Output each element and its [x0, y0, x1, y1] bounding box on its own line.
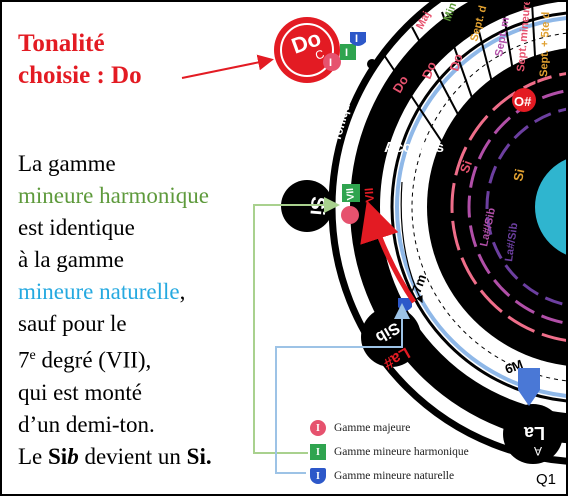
- desc-line-3: est identique: [18, 215, 135, 240]
- svg-text:I: I: [355, 33, 358, 45]
- svg-text:A: A: [534, 444, 542, 458]
- harmonic-minor-icon: I: [310, 444, 326, 460]
- corner-label: Q1: [535, 471, 556, 488]
- chord-label-si-1: Si: [457, 158, 475, 175]
- green-connector: [253, 197, 340, 454]
- desc-line-6: sauf pour le: [18, 311, 127, 336]
- major-marker-icon: [323, 53, 341, 71]
- wheel-band-red: [450, 72, 566, 342]
- svg-text:O#: O#: [514, 94, 532, 109]
- wheel-band-magenta: [467, 89, 566, 325]
- explanation-text: La gamme mineure harmonique est identiqu…: [18, 148, 212, 473]
- svg-text:I: I: [329, 57, 332, 69]
- svg-text:VII: VII: [345, 187, 357, 200]
- chord-label-si-2: Si: [510, 167, 527, 182]
- black-arc-arrow: [400, 181, 423, 304]
- desc-line-5: mineure naturelle,: [18, 279, 186, 304]
- svg-text:I: I: [345, 47, 348, 59]
- natural-marker-icon: [350, 32, 366, 46]
- legend-natural: I Gamme mineure naturelle: [310, 464, 520, 488]
- chosen-key-title: Tonalité choisie : Do: [18, 30, 142, 89]
- chord-label-lasib-2: La#/Sib: [503, 222, 520, 263]
- wheel-band-purple: [485, 107, 566, 307]
- blue-connector: [275, 303, 410, 474]
- wheel-center: [535, 159, 566, 255]
- outer-label-3: Do: [446, 52, 465, 73]
- degree-7m: 7m: [409, 272, 430, 295]
- outer-label-9: Sept. + 5te d: [538, 12, 552, 77]
- tonic-markers: I I I: [323, 32, 377, 71]
- vii-marker: VII VII: [341, 184, 377, 224]
- natural-minor-icon: I: [310, 468, 326, 484]
- tonic-note-circle: Do C: [274, 17, 340, 83]
- desc-line-4: à la gamme: [18, 247, 125, 272]
- red-semitone-arrow: [360, 200, 417, 304]
- legend: I Gamme majeure I Gamme mineure harmoniq…: [310, 416, 520, 488]
- la-note-circle: La A: [503, 404, 563, 464]
- desc-line-7: 7e degré (VII),: [18, 347, 152, 373]
- osharp-marker: O#: [512, 88, 536, 112]
- legend-harmonic: I Gamme mineure harmonique: [310, 440, 520, 464]
- desc-natural-minor: mineure naturelle: [18, 279, 180, 304]
- svg-text:La: La: [523, 423, 545, 443]
- desc-line-10: Le Sib devient un Si.: [18, 443, 212, 469]
- desc-harmonic-minor: mineure harmonique: [18, 183, 209, 208]
- legend-major: I Gamme majeure: [310, 416, 520, 440]
- harmonic-marker-icon: [340, 44, 356, 60]
- major-scale-icon: I: [310, 420, 326, 436]
- desc-line-1: La gamme: [18, 151, 116, 176]
- sensible-label: Sensible: [367, 234, 385, 285]
- title-arrow: [181, 54, 274, 79]
- svg-text:VII: VII: [362, 187, 377, 203]
- accords-label: Accords: [384, 139, 444, 156]
- desc-line-9: d’un demi-ton.: [18, 411, 155, 437]
- outer-label-2: Do: [419, 59, 439, 81]
- desc-line-8: qui est monté: [18, 379, 142, 405]
- wheel-inner-disc: [427, 48, 566, 366]
- outer-column-dividers: [381, 2, 538, 143]
